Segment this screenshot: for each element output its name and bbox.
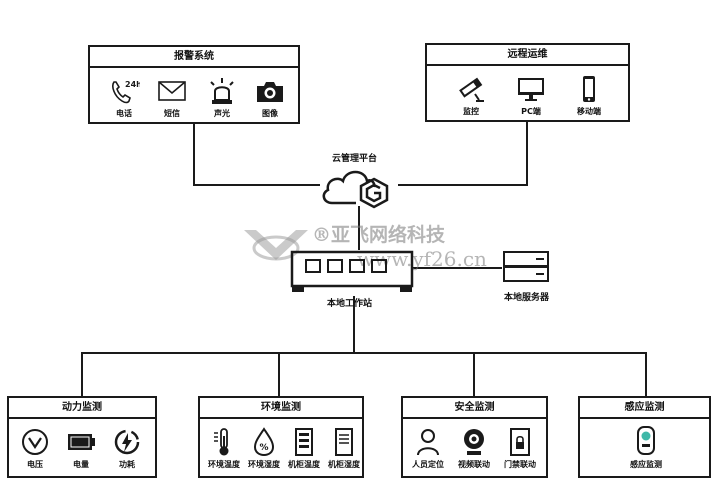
cloud-platform-label: 云管理平台 — [332, 154, 378, 164]
cabinet-icon — [335, 428, 353, 456]
power-item-battery: 电量 — [61, 427, 101, 470]
alarm-item-phone: 24h 电话 — [104, 76, 144, 119]
voltage-icon — [22, 429, 48, 455]
remote-item-monitoring: 监控 — [449, 74, 493, 117]
thermometer-icon — [214, 428, 229, 456]
person-icon — [417, 429, 439, 456]
humidity-drop-icon: % — [253, 427, 275, 457]
power-monitor-box: 动力监测 电压 电量 — [7, 396, 157, 478]
security-item-label: 人员定位 — [412, 460, 444, 469]
remote-item-mobile: 移动端 — [567, 74, 611, 117]
network-switch-icon — [290, 250, 414, 292]
security-item-label: 门禁联动 — [504, 460, 536, 469]
door-lock-icon — [510, 428, 530, 456]
watermark-logo — [244, 230, 308, 261]
remote-item-label: PC端 — [521, 107, 541, 116]
sensor-monitor-box: 感应监测 感应监测 — [578, 396, 711, 478]
cloud-hexagon-icon — [322, 170, 389, 209]
sensor-icon — [637, 426, 655, 455]
phone-24h-icon: 24h — [112, 80, 140, 104]
alarm-item-label: 图像 — [262, 109, 278, 118]
power-item-label: 电量 — [73, 460, 89, 469]
sensor-item-label: 感应监测 — [630, 460, 662, 469]
security-item-access: 门禁联动 — [499, 427, 541, 470]
phone-24h-badge: 24h — [125, 80, 140, 89]
server-icon — [503, 251, 549, 282]
sensor-item-induction: 感应监测 — [616, 425, 676, 470]
env-item-ambient-humidity: % 环境湿度 — [244, 427, 284, 470]
remote-item-label: 移动端 — [577, 107, 601, 116]
alarm-item-label: 电话 — [116, 109, 132, 118]
security-item-video: 视频联动 — [453, 427, 495, 470]
env-item-label: 机柜湿度 — [328, 460, 360, 469]
env-monitor-box: 环境监测 环境温度 % 环境湿度 — [198, 396, 364, 478]
monitor-icon — [518, 78, 544, 101]
remote-to-cloud-line — [398, 122, 528, 186]
alarm-item-label: 声光 — [214, 109, 230, 118]
remote-item-pc: PC端 — [509, 74, 553, 117]
security-item-personnel: 人员定位 — [407, 427, 449, 470]
security-item-label: 视频联动 — [458, 460, 490, 469]
power-item-voltage: 电压 — [15, 427, 55, 470]
server-label: 本地服务器 — [504, 293, 550, 303]
watermark-brand: ®亚飞网络科技 — [312, 224, 446, 246]
power-consumption-icon — [114, 429, 140, 455]
remote-ops-box: 远程运维 监控 — [425, 43, 630, 122]
alarm-item-image: 图像 — [250, 76, 290, 119]
power-item-label: 电压 — [27, 460, 43, 469]
env-monitor-title: 环境监测 — [200, 398, 362, 419]
alarm-item-label: 短信 — [164, 109, 180, 118]
power-monitor-title: 动力监测 — [9, 398, 155, 419]
env-item-label: 环境温度 — [208, 460, 240, 469]
alarm-item-siren: 声光 — [202, 76, 242, 119]
remote-item-label: 监控 — [463, 107, 479, 116]
workstation-label: 本地工作站 — [327, 299, 373, 309]
alarm-system-title: 报警系统 — [90, 47, 298, 68]
remote-ops-title: 远程运维 — [427, 45, 628, 66]
env-item-cabinet-temp: 机柜温度 — [284, 427, 324, 470]
cctv-camera-icon — [459, 77, 484, 102]
env-item-label: 环境湿度 — [248, 460, 280, 469]
env-item-cabinet-humidity: 机柜湿度 — [324, 427, 364, 470]
env-item-ambient-temp: 环境温度 — [204, 427, 244, 470]
alarm-to-cloud-line — [193, 124, 320, 186]
webcam-icon — [464, 429, 484, 455]
battery-icon — [68, 434, 95, 450]
mobile-phone-icon — [583, 76, 595, 102]
envelope-icon — [158, 81, 186, 101]
siren-icon — [210, 78, 234, 104]
alarm-system-box: 报警系统 24h 电话 短信 — [88, 45, 300, 124]
alarm-item-sms: 短信 — [152, 76, 192, 119]
security-monitor-title: 安全监测 — [403, 398, 546, 419]
power-item-label: 功耗 — [119, 460, 135, 469]
security-monitor-box: 安全监测 人员定位 视频联动 — [401, 396, 548, 478]
cabinet-icon — [295, 428, 313, 456]
sensor-monitor-title: 感应监测 — [580, 398, 709, 419]
env-item-label: 机柜温度 — [288, 460, 320, 469]
camera-icon — [257, 82, 283, 102]
svg-text:%: % — [259, 443, 268, 453]
power-item-consumption: 功耗 — [107, 427, 147, 470]
